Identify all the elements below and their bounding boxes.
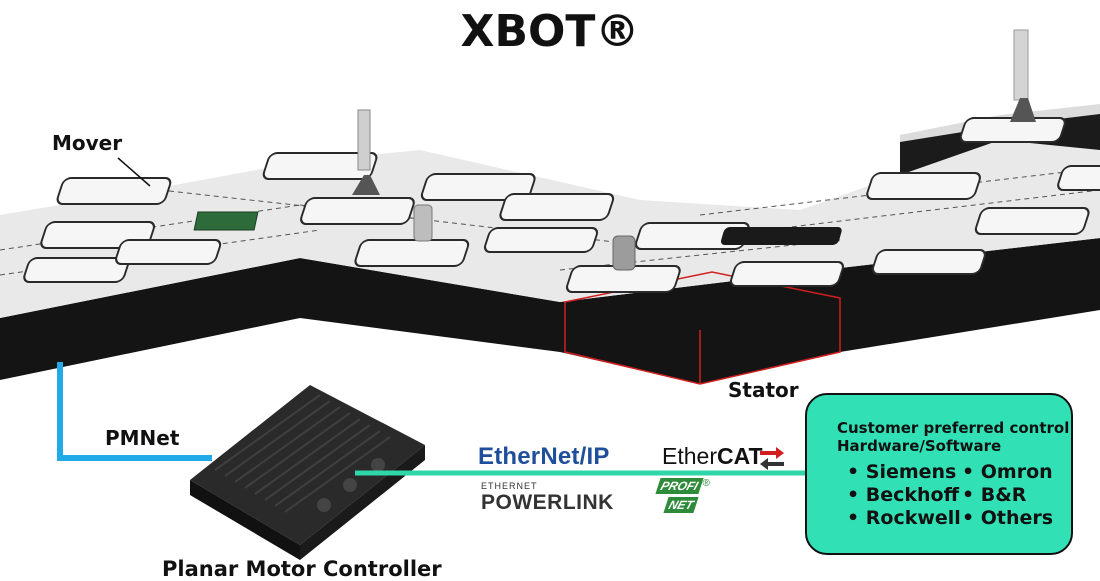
vendor-list: • Siemens • Omron • Beckhoff • B&R • Roc… <box>847 461 1071 529</box>
powerlink-logo: ETHERNET POWERLINK <box>481 481 614 515</box>
circuit-board <box>193 211 259 231</box>
profinet-logo: PROFI ® NET <box>655 478 711 513</box>
mover <box>300 197 415 225</box>
pmnet-label: PMNet <box>105 426 180 450</box>
mover <box>262 152 378 180</box>
vendor-item: • Omron <box>962 461 1053 483</box>
mover <box>1057 165 1100 191</box>
mover <box>420 173 536 201</box>
ethercat-logo: EtherCAT <box>662 443 763 470</box>
profinet-logo-bottom: NET <box>663 497 699 513</box>
mover <box>871 249 986 275</box>
pmnet-cable <box>57 362 212 461</box>
vial <box>357 109 371 171</box>
mover <box>23 257 130 283</box>
movers <box>23 117 1100 293</box>
controller-label: Planar Motor Controller <box>162 557 442 581</box>
bottle <box>413 204 433 242</box>
ethercat-logo-prefix: Ether <box>662 443 717 469</box>
mover-label: Mover <box>52 131 123 155</box>
mover <box>483 227 599 253</box>
vendor-item: • Others <box>962 507 1054 529</box>
powerlink-logo-big: POWERLINK <box>481 491 614 514</box>
stator-highlight <box>564 271 841 385</box>
vendor-item: • B&R <box>962 484 1027 506</box>
control-box-line2: Hardware/Software <box>837 437 1002 455</box>
mover <box>56 177 172 205</box>
control-box-line1: Customer preferred control <box>837 419 1070 437</box>
mover-leader-line <box>117 157 151 187</box>
customer-control-box: Customer preferred control Hardware/Soft… <box>805 393 1073 555</box>
powerlink-logo-small: ETHERNET <box>481 481 538 491</box>
vial-holder <box>352 175 380 195</box>
mover <box>866 172 981 200</box>
stator-label: Stator <box>728 378 799 402</box>
mover <box>354 239 470 267</box>
vendor-item: • Rockwell <box>847 507 961 529</box>
ethercat-arrows-icon <box>760 447 784 470</box>
control-box-title: Customer preferred control Hardware/Soft… <box>837 419 1071 455</box>
page-title: XBOT® <box>460 6 640 57</box>
mover <box>974 207 1090 235</box>
ethernetip-logo: EtherNet/IP <box>478 443 610 470</box>
ethercat-logo-bold: CAT <box>716 443 763 469</box>
vendor-item: • Beckhoff <box>847 484 959 506</box>
phone <box>720 227 842 245</box>
mover <box>115 239 222 265</box>
payloads <box>193 29 1036 271</box>
profinet-registered-mark: ® <box>702 478 711 489</box>
profinet-logo-top: PROFI <box>655 478 704 494</box>
mover <box>499 193 615 221</box>
vendor-item: • Siemens <box>847 461 957 483</box>
vial-holder <box>1010 98 1036 122</box>
mover <box>729 261 845 287</box>
bottle <box>612 235 636 271</box>
